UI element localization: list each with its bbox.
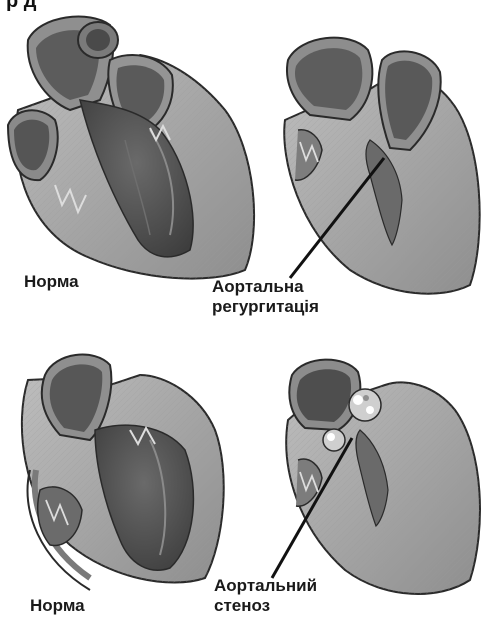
label-aortic-regurgitation: Аортальна регургитація xyxy=(212,277,319,317)
heart-regurgitation xyxy=(284,38,479,294)
label-normal-top: Норма xyxy=(24,272,79,292)
heart-normal-top xyxy=(8,17,254,279)
label-aortic-regurgitation-line1: Аортальна xyxy=(212,277,319,297)
label-aortic-regurgitation-line2: регургитація xyxy=(212,297,319,317)
label-normal-bottom: Норма xyxy=(30,596,85,616)
heart-stenosis xyxy=(272,360,480,594)
label-aortic-stenosis: Аортальний стеноз xyxy=(214,576,317,616)
label-aortic-stenosis-line1: Аортальний xyxy=(214,576,317,596)
heading-fragment: р д xyxy=(6,0,36,11)
label-aortic-stenosis-line2: стеноз xyxy=(214,596,317,616)
heart-normal-bottom xyxy=(22,355,224,590)
